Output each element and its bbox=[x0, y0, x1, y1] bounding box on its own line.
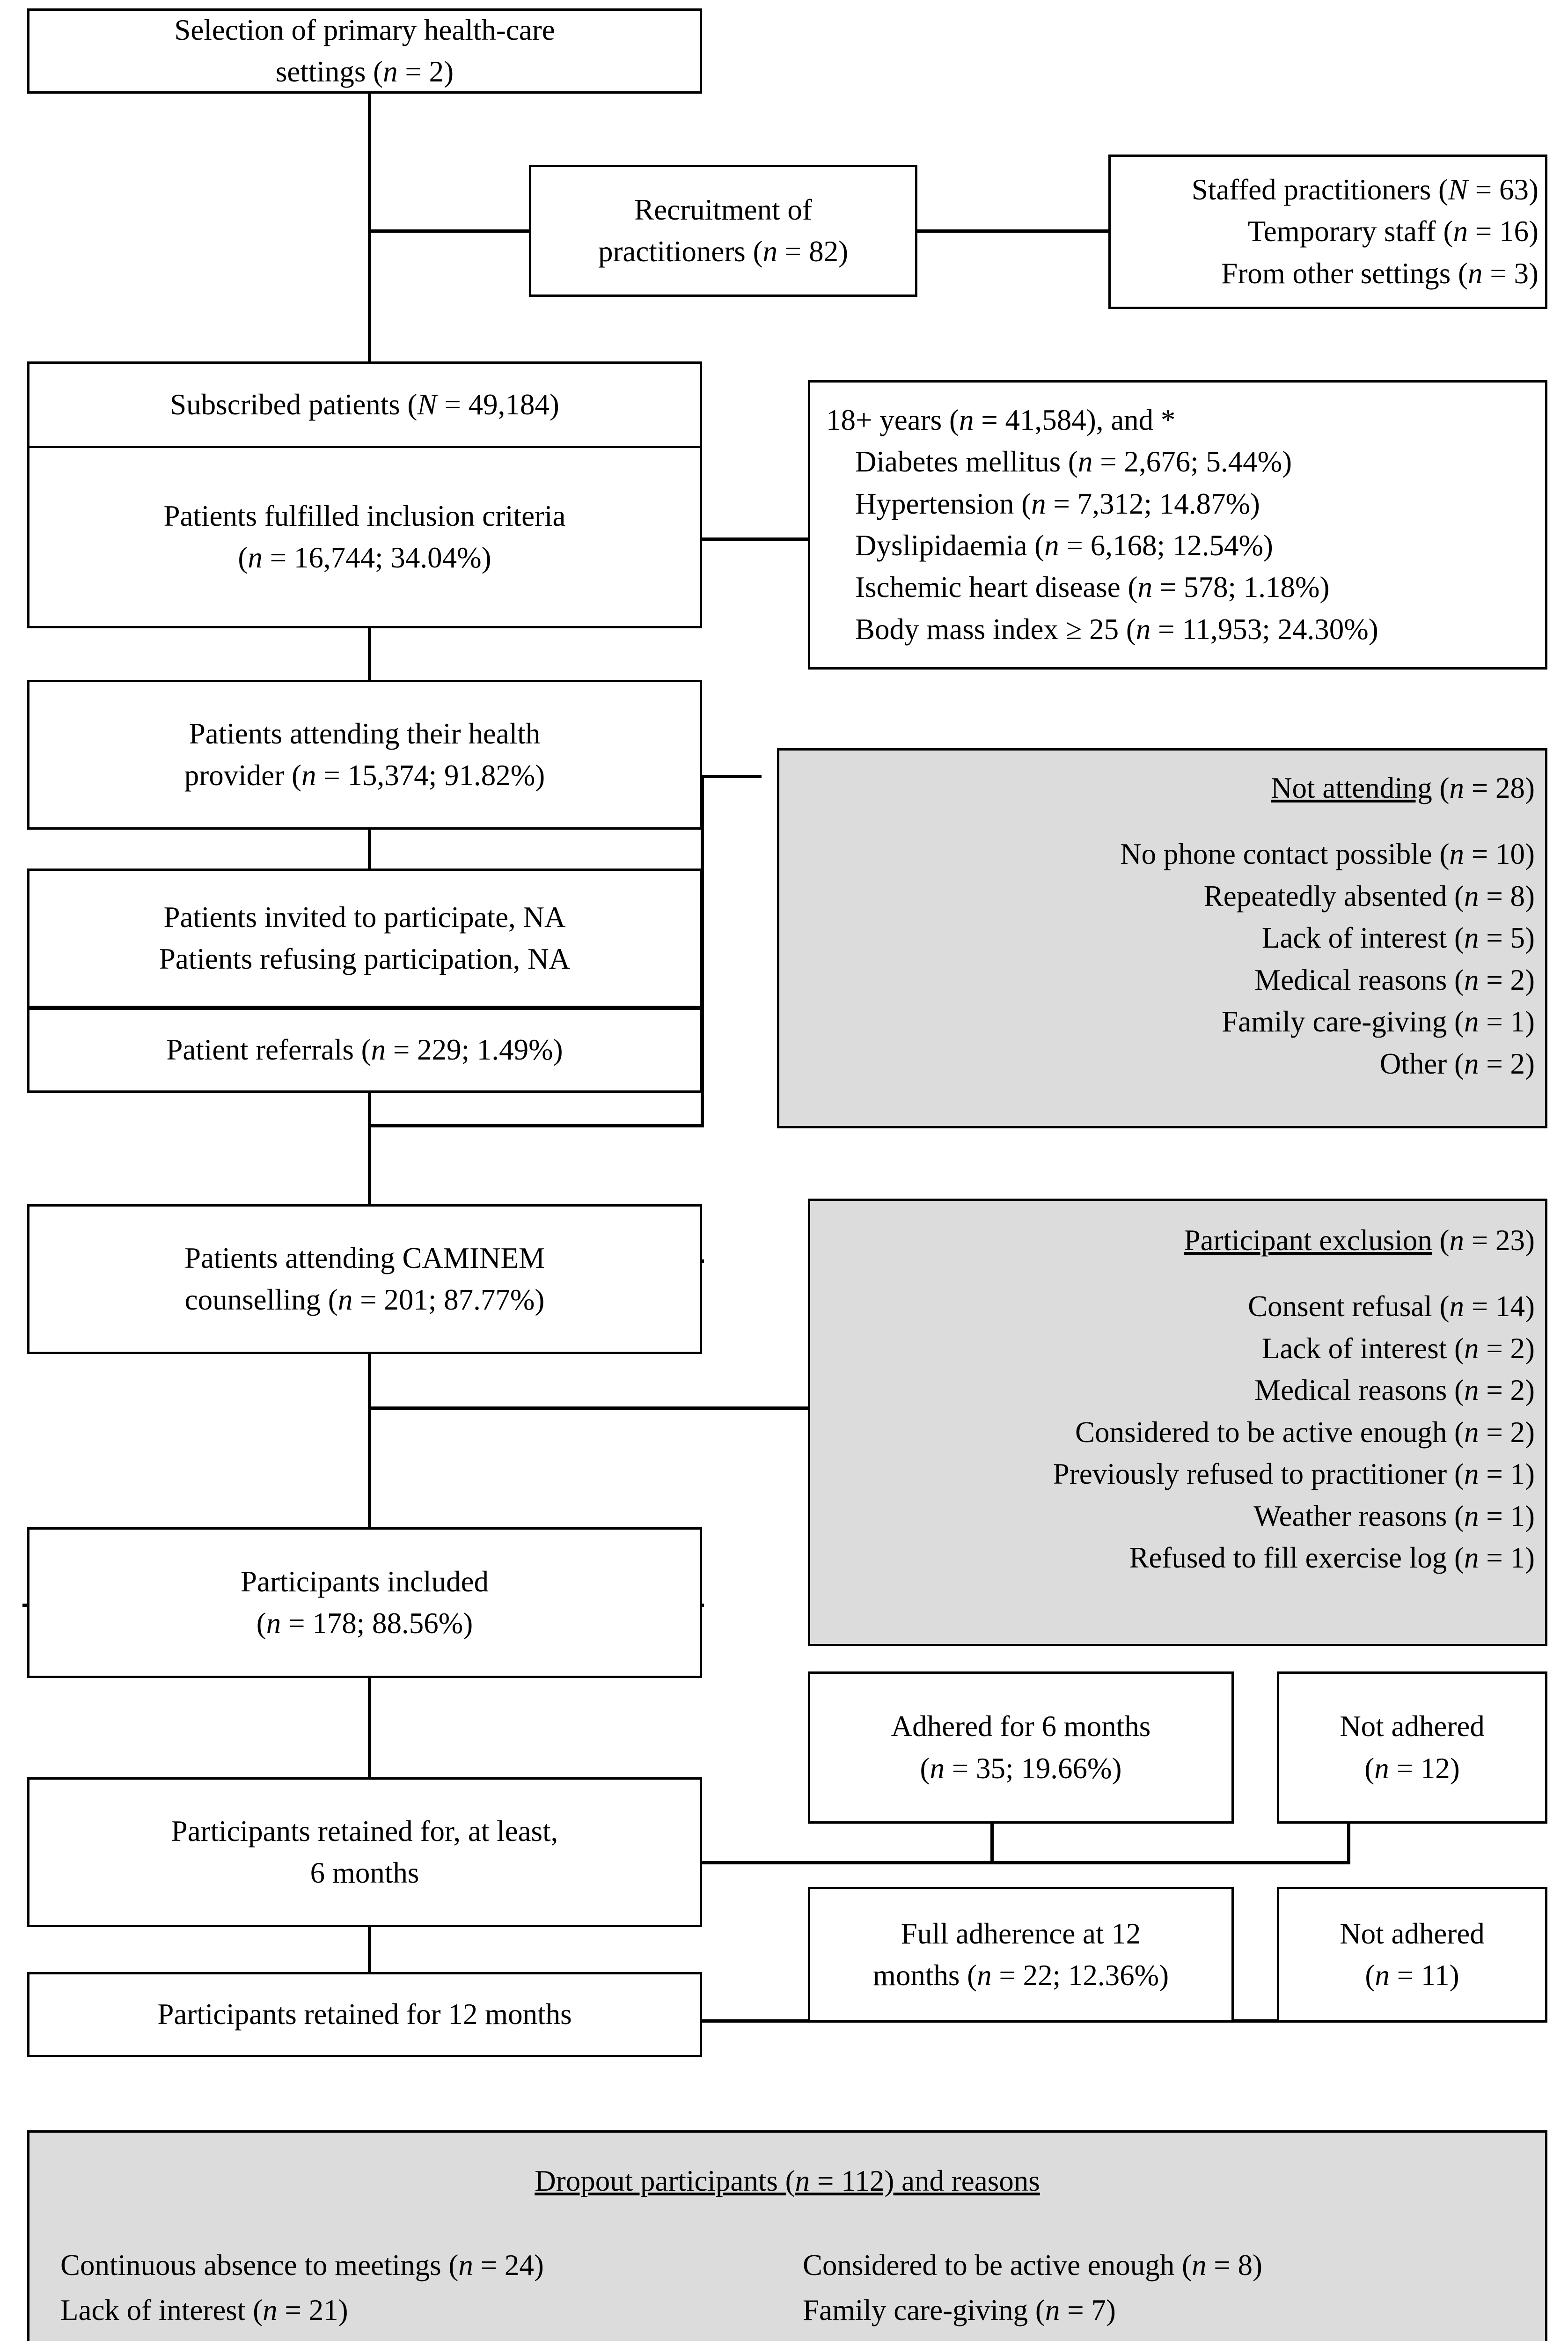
connector-settings-to-subscribed bbox=[368, 93, 371, 376]
node-line: Patients refusing participation, NA bbox=[159, 942, 571, 975]
node-line: Temporary staff (n = 16) bbox=[1247, 215, 1539, 248]
exclusion-item: Medical reasons (n = 2) bbox=[1254, 1374, 1535, 1407]
node-adhered-6-months[interactable]: Adhered for 6 months (n = 35; 19.66%) bbox=[808, 1671, 1234, 1824]
exclusion-item: Consent refusal (n = 14) bbox=[1248, 1290, 1535, 1323]
node-patient-referrals[interactable]: Patient referrals (n = 229; 1.49%) bbox=[27, 1008, 702, 1093]
connector-notadhered6-down bbox=[1347, 1823, 1350, 1863]
node-not-adhered-6-months[interactable]: Not adhered (n = 12) bbox=[1277, 1671, 1547, 1824]
node-line: 6 months bbox=[310, 1856, 419, 1889]
exclusion-title: Participant exclusion (n = 23) bbox=[1184, 1224, 1535, 1257]
node-line: practitioners (n = 82) bbox=[598, 235, 849, 268]
exclusion-item: Considered to be active enough (n = 2) bbox=[1075, 1415, 1535, 1449]
connector-notattending-bracket-vertical bbox=[701, 775, 704, 1127]
not-attending-item: Lack of interest (n = 5) bbox=[1261, 921, 1535, 955]
node-line: Participants retained for 12 months bbox=[157, 1998, 572, 2031]
node-line: (n = 11) bbox=[1365, 1959, 1459, 1992]
not-attending-title: Not attending (n = 28) bbox=[1271, 772, 1535, 804]
criteria-header: 18+ years (n = 41,584), and * bbox=[826, 403, 1176, 436]
dropout-item: Family care-giving (n = 7) bbox=[803, 2293, 1116, 2326]
connector-notattending-top-stub bbox=[701, 775, 762, 778]
dropout-columns: Continuous absence to meetings (n = 24) … bbox=[29, 2243, 1545, 2341]
node-participants-included[interactable]: Participants included (n = 178; 88.56%) bbox=[27, 1527, 702, 1678]
not-attending-item: Other (n = 2) bbox=[1379, 1047, 1535, 1080]
node-line: Not adhered bbox=[1340, 1917, 1485, 1950]
node-line: Adhered for 6 months bbox=[891, 1710, 1151, 1743]
dropout-right-column: Considered to be active enough (n = 8) F… bbox=[803, 2243, 1545, 2341]
node-line: Patients invited to participate, NA bbox=[163, 900, 566, 934]
connector-referrals-to-caminem bbox=[368, 1091, 371, 1208]
node-line: Not adhered bbox=[1340, 1710, 1485, 1743]
connector-adhered6-down bbox=[990, 1823, 994, 1863]
node-line: Participants retained for, at least, bbox=[171, 1814, 558, 1848]
node-line: provider (n = 15,374; 91.82%) bbox=[184, 759, 545, 792]
node-line: counselling (n = 201; 87.77%) bbox=[184, 1283, 545, 1316]
dropout-item: Continuous absence to meetings (n = 24) bbox=[60, 2248, 544, 2282]
connector-notattending-bracket-bottom bbox=[368, 1124, 704, 1127]
connector-attending-to-invited bbox=[368, 828, 371, 870]
node-line: settings (n = 2) bbox=[275, 55, 454, 88]
dropout-item: Moved (n = 5) bbox=[803, 2333, 1545, 2341]
node-line: months (n = 22; 12.36%) bbox=[872, 1959, 1169, 1992]
node-retained-12-months[interactable]: Participants retained for 12 months bbox=[27, 1972, 702, 2057]
node-participant-exclusion-reasons[interactable]: Participant exclusion (n = 23) Consent r… bbox=[808, 1199, 1547, 1646]
connector-included-left-stub bbox=[22, 1604, 28, 1607]
criteria-item: Diabetes mellitus (n = 2,676; 5.44%) bbox=[855, 445, 1292, 479]
exclusion-item: Refused to fill exercise log (n = 1) bbox=[1129, 1541, 1535, 1575]
node-selection-of-settings[interactable]: Selection of primary health-care setting… bbox=[27, 8, 702, 94]
node-line: From other settings (n = 3) bbox=[1221, 257, 1539, 290]
node-line: Patients attending their health bbox=[189, 717, 541, 750]
node-subscribed-patients[interactable]: Subscribed patients (N = 49,184) bbox=[27, 361, 702, 448]
not-attending-item: Family care-giving (n = 1) bbox=[1222, 1005, 1535, 1038]
node-line: Full adherence at 12 bbox=[901, 1917, 1141, 1950]
node-not-adhered-12-months[interactable]: Not adhered (n = 11) bbox=[1277, 1887, 1547, 2023]
connector-settings-to-recruitment bbox=[368, 229, 531, 233]
criteria-item: Hypertension (n = 7,312; 14.87%) bbox=[855, 487, 1260, 520]
node-caminem-counselling[interactable]: Patients attending CAMINEM counselling (… bbox=[27, 1204, 702, 1354]
criteria-item: Ischemic heart disease (n = 578; 1.18%) bbox=[855, 571, 1330, 604]
dropout-item: Considered to be active enough (n = 8) bbox=[803, 2248, 1263, 2282]
node-line: Staffed practitioners (N = 63) bbox=[1191, 173, 1539, 206]
node-not-attending-reasons[interactable]: Not attending (n = 28) No phone contact … bbox=[777, 748, 1547, 1128]
node-line: Selection of primary health-care bbox=[174, 13, 555, 46]
node-line: Participants included bbox=[240, 1565, 489, 1598]
exclusion-item: Previously refused to practitioner (n = … bbox=[1053, 1458, 1535, 1491]
exclusion-item: Lack of interest (n = 2) bbox=[1261, 1332, 1535, 1365]
node-practitioner-breakdown[interactable]: Staffed practitioners (N = 63) Temporary… bbox=[1108, 155, 1547, 309]
dropout-left-column: Continuous absence to meetings (n = 24) … bbox=[60, 2243, 803, 2341]
node-patients-invited-refusing[interactable]: Patients invited to participate, NA Pati… bbox=[27, 869, 702, 1008]
node-line: Patients fulfilled inclusion criteria bbox=[163, 499, 566, 532]
node-dropout-participants[interactable]: Dropout participants (n = 112) and reaso… bbox=[27, 2130, 1547, 2341]
connector-recruitment-to-practitioners bbox=[917, 229, 1110, 233]
connector-inclusion-to-criteria bbox=[698, 537, 810, 541]
not-attending-item: No phone contact possible (n = 10) bbox=[1120, 838, 1535, 871]
criteria-item: Body mass index ≥ 25 (n = 11,953; 24.30%… bbox=[855, 612, 1378, 646]
node-patients-attending-provider[interactable]: Patients attending their health provider… bbox=[27, 680, 702, 830]
connector-included-to-retained6 bbox=[368, 1678, 371, 1780]
node-recruitment-of-practitioners[interactable]: Recruitment of practitioners (n = 82) bbox=[529, 165, 917, 297]
connector-exclusion-bracket bbox=[368, 1406, 810, 1410]
criteria-item: Dyslipidaemia (n = 6,168; 12.54%) bbox=[855, 529, 1273, 562]
connector-inclusion-to-attending bbox=[368, 627, 371, 681]
node-line: Patients attending CAMINEM bbox=[184, 1241, 545, 1274]
node-line: Recruitment of bbox=[634, 193, 812, 226]
connector-caminem-to-included bbox=[368, 1352, 371, 1556]
connector-retained6-out bbox=[697, 1861, 1350, 1864]
node-line: (n = 16,744; 34.04%) bbox=[238, 541, 491, 574]
node-line: Subscribed patients (N = 49,184) bbox=[170, 388, 559, 421]
dropout-title: Dropout participants (n = 112) and reaso… bbox=[535, 2164, 1040, 2197]
node-inclusion-criteria-met[interactable]: Patients fulfilled inclusion criteria (n… bbox=[27, 446, 702, 628]
connector-retained6-to-retained12 bbox=[368, 1887, 371, 1976]
node-line: (n = 35; 19.66%) bbox=[920, 1752, 1122, 1785]
node-full-adherence-12-months[interactable]: Full adherence at 12 months (n = 22; 12.… bbox=[808, 1887, 1234, 2023]
node-inclusion-criteria-detail[interactable]: 18+ years (n = 41,584), and * Diabetes m… bbox=[808, 380, 1547, 670]
node-line: (n = 12) bbox=[1364, 1752, 1460, 1785]
exclusion-item: Weather reasons (n = 1) bbox=[1253, 1499, 1535, 1532]
node-line: Patient referrals (n = 229; 1.49%) bbox=[166, 1033, 563, 1067]
not-attending-item: Medical reasons (n = 2) bbox=[1254, 963, 1535, 996]
node-retained-6-months[interactable]: Participants retained for, at least, 6 m… bbox=[27, 1777, 702, 1927]
node-line: (n = 178; 88.56%) bbox=[256, 1607, 473, 1640]
not-attending-item: Repeatedly absented (n = 8) bbox=[1203, 879, 1535, 913]
dropout-item: Lack of interest (n = 21) bbox=[60, 2293, 348, 2326]
dropout-item: No phone contact possible (n = 18) bbox=[60, 2333, 803, 2341]
